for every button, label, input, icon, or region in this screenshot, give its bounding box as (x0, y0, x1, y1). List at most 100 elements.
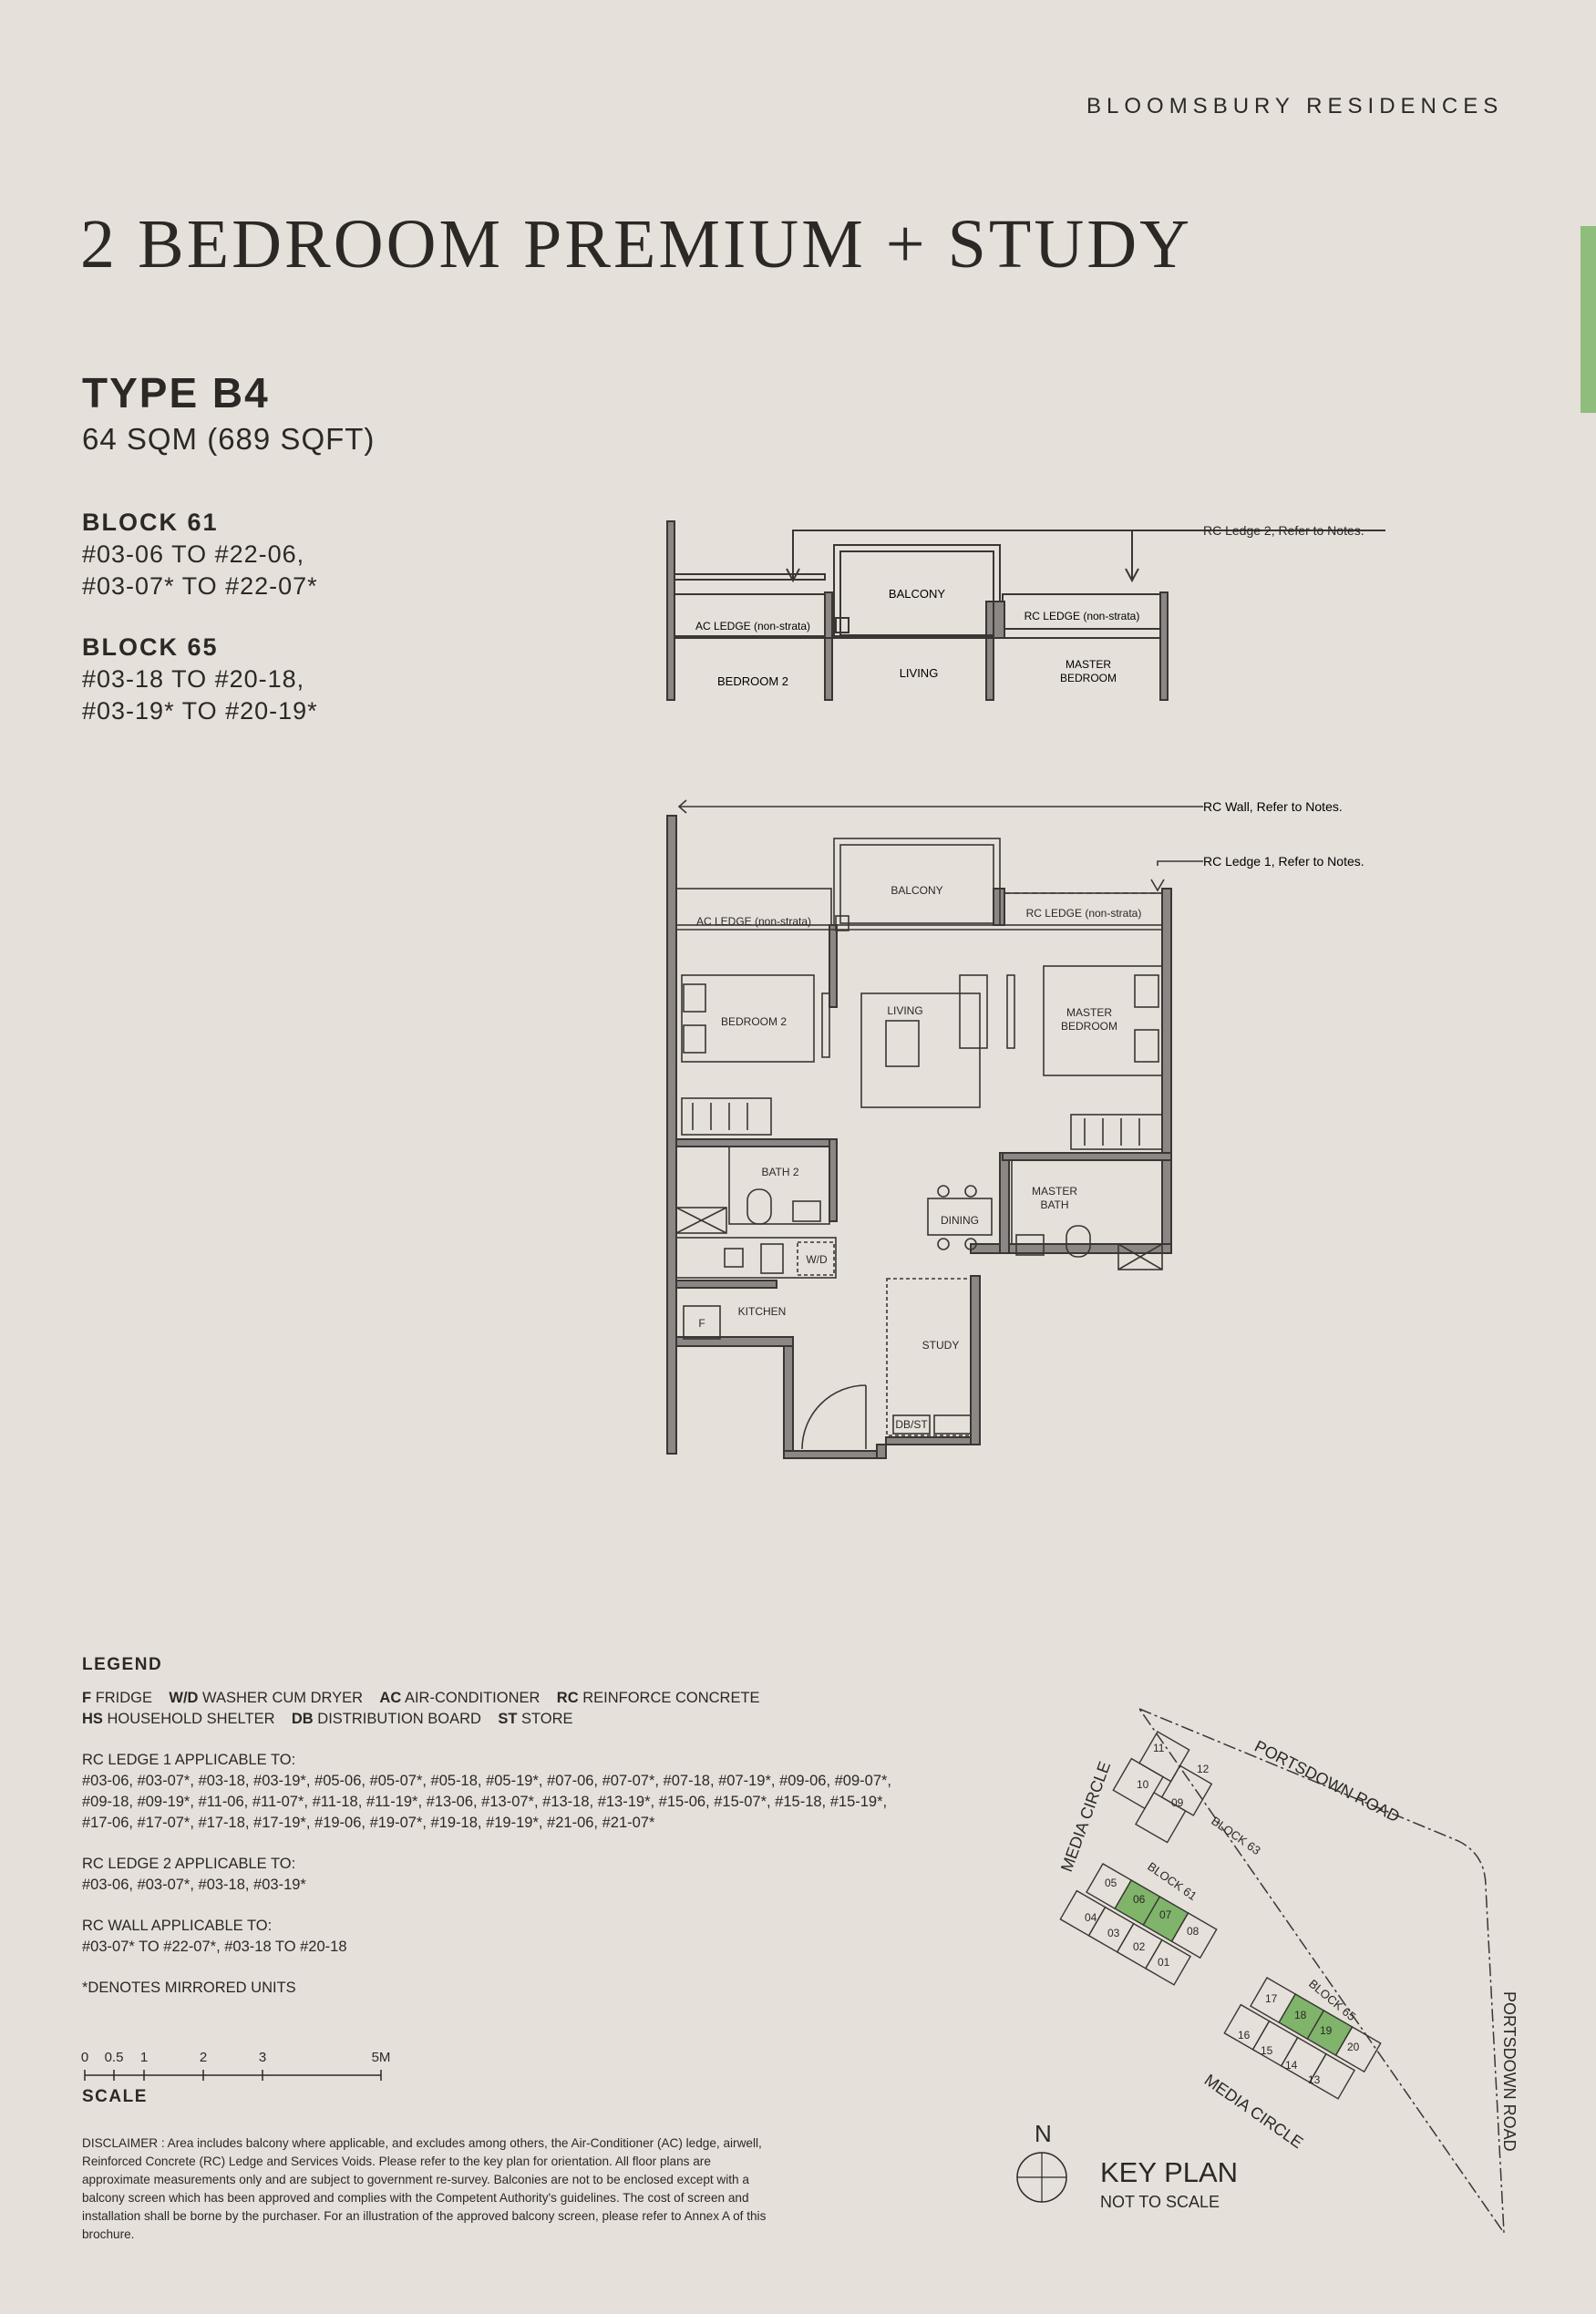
unit-number: 03 (1107, 1927, 1120, 1939)
block-units: #03-07* TO #22-07* (82, 572, 318, 600)
room-label: BEDROOM (1061, 1020, 1117, 1033)
main-floor-plan: RC Wall, Refer to Notes. RC Ledge 1, Ref… (666, 799, 1364, 1459)
abbrev-code: ST (498, 1711, 518, 1727)
rc-ledge2-note: RC Ledge 2, Refer to Notes. (1203, 523, 1364, 538)
room-label: BATH 2 (761, 1166, 798, 1178)
room-label: BEDROOM 2 (717, 674, 788, 688)
accent-bar (1581, 226, 1596, 413)
abbrev-code: W/D (169, 1690, 199, 1706)
rc-ledge1-units: #03-06, #03-07*, #03-18, #03-19*, #05-06… (82, 1773, 892, 1831)
unit-number: 17 (1265, 1992, 1278, 2005)
room-label: BALCONY (889, 587, 945, 601)
room-label: DINING (941, 1214, 979, 1227)
road-label: MEDIA CIRCLE (1057, 1759, 1114, 1874)
rc-wall-note: RC Wall, Refer to Notes. (1203, 799, 1343, 814)
upper-partial-plan: RC Ledge 2, Refer to Notes. BALCONY AC L… (666, 520, 1385, 701)
disclaimer: DISCLAIMER : Area includes balcony where… (82, 2136, 767, 2241)
scale-label: SCALE (82, 2087, 148, 2106)
scale-tick: 0 (81, 2050, 88, 2065)
room-label: BATH (1040, 1198, 1068, 1211)
road-label: PORTSDOWN ROAD (1500, 1991, 1519, 2152)
unit-number: 20 (1347, 2041, 1360, 2053)
room-label: F (698, 1317, 705, 1330)
abbrev-code: DB (291, 1711, 314, 1727)
abbrev-text: FRIDGE (95, 1690, 153, 1706)
abbrev-text: WASHER CUM DRYER (202, 1690, 364, 1706)
unit-number: 04 (1085, 1911, 1097, 1924)
page-title: 2 BEDROOM PREMIUM + STUDY (80, 206, 1192, 283)
unit-number: 05 (1105, 1877, 1117, 1889)
unit-number: 01 (1158, 1956, 1170, 1969)
unit-number: 18 (1294, 2009, 1307, 2021)
legend: LEGEND F FRIDGE W/D WASHER CUM DRYER AC … (82, 1654, 921, 2019)
key-plan-map: PORTSDOWN ROAD PORTSDOWN ROAD MEDIA CIRC… (1057, 1708, 1519, 2236)
room-label: LIVING (887, 1004, 922, 1017)
unit-number: 13 (1308, 2073, 1321, 2086)
rc-wall-units: #03-07* TO #22-07*, #03-18 TO #20-18 (82, 1939, 347, 1955)
room-label: MASTER (1032, 1185, 1077, 1198)
room-label: BEDROOM (1060, 672, 1117, 684)
unit-number: 12 (1197, 1763, 1210, 1775)
unit-area: 64 SQM (689 SQFT) (82, 422, 376, 456)
room-label: MASTER (1066, 1006, 1112, 1019)
room-label: W/D (806, 1253, 828, 1266)
room-label: BALCONY (891, 884, 942, 897)
scale-tick: 3 (259, 2050, 266, 2065)
block-units: #03-18 TO #20-18, (82, 665, 305, 693)
room-label: AC LEDGE (non-strata) (695, 620, 810, 632)
north-compass-icon (1016, 2152, 1067, 2203)
block-name: BLOCK 65 (82, 633, 219, 661)
rc-ledge2-heading: RC LEDGE 2 APPLICABLE TO: (82, 1856, 296, 1872)
abbrev-text: AIR-CONDITIONER (404, 1690, 541, 1706)
scale-tick: 0.5 (105, 2050, 124, 2065)
unit-number: 02 (1133, 1940, 1146, 1953)
rc-ledge2-units: #03-06, #03-07*, #03-18, #03-19* (82, 1877, 306, 1893)
block-units: #03-19* TO #20-19* (82, 697, 318, 725)
abbrev-text: HOUSEHOLD SHELTER (107, 1711, 275, 1727)
unit-type: TYPE B4 (82, 369, 270, 417)
block-units: #03-06 TO #22-06, (82, 540, 305, 568)
block-label: BLOCK 63 (1209, 1814, 1263, 1857)
unit-number: 16 (1238, 2029, 1251, 2041)
abbrev-text: DISTRIBUTION BOARD (317, 1711, 481, 1727)
block-61-info: BLOCK 61 #03-06 TO #22-06, #03-07* TO #2… (82, 507, 318, 602)
legend-abbrev-row: F FRIDGE W/D WASHER CUM DRYER AC AIR-CON… (82, 1688, 921, 1709)
legend-heading: LEGEND (82, 1655, 163, 1674)
block-name: BLOCK 61 (82, 509, 219, 536)
road-label: MEDIA CIRCLE (1201, 2071, 1307, 2152)
room-label: KITCHEN (738, 1305, 787, 1318)
key-plan-title: KEY PLAN (1100, 2156, 1239, 2188)
room-label: DB/ST (895, 1418, 928, 1431)
room-label: STUDY (922, 1339, 960, 1352)
scale-tick: 2 (200, 2050, 207, 2065)
abbrev-text: REINFORCE CONCRETE (582, 1690, 760, 1706)
mirrored-note: *DENOTES MIRRORED UNITS (82, 1980, 296, 1996)
unit-number: 08 (1187, 1925, 1200, 1938)
unit-number: 19 (1320, 2024, 1333, 2037)
rc-ledge1-heading: RC LEDGE 1 APPLICABLE TO: (82, 1752, 296, 1768)
scale-bar: 0 0.5 1 2 3 5M (81, 2050, 391, 2081)
legend-abbrev-row: HS HOUSEHOLD SHELTER DB DISTRIBUTION BOA… (82, 1709, 921, 1730)
room-label: AC LEDGE (non-strata) (696, 915, 811, 928)
abbrev-text: STORE (521, 1711, 573, 1727)
room-label: RC LEDGE (non-strata) (1025, 610, 1140, 622)
room-label: MASTER (1066, 658, 1111, 671)
road-label: PORTSDOWN ROAD (1251, 1737, 1403, 1826)
block-65-info: BLOCK 65 #03-18 TO #20-18, #03-19* TO #2… (82, 632, 318, 727)
unit-number: 09 (1171, 1796, 1184, 1809)
abbrev-code: HS (82, 1711, 103, 1727)
unit-number: 10 (1137, 1778, 1149, 1791)
room-label: RC LEDGE (non-strata) (1026, 907, 1142, 920)
room-label: BEDROOM 2 (721, 1015, 787, 1028)
abbrev-code: RC (556, 1690, 579, 1706)
unit-number: 07 (1159, 1908, 1172, 1921)
scale-tick: 5M (372, 2050, 391, 2065)
unit-number: 11 (1153, 1742, 1165, 1754)
key-plan-subtitle: NOT TO SCALE (1100, 2193, 1220, 2211)
room-label: LIVING (900, 666, 939, 680)
unit-number: 14 (1285, 2059, 1298, 2072)
scale-tick: 1 (140, 2050, 148, 2065)
abbrev-code: F (82, 1690, 92, 1706)
unit-number: 06 (1133, 1893, 1146, 1906)
rc-ledge1-note: RC Ledge 1, Refer to Notes. (1203, 854, 1364, 869)
